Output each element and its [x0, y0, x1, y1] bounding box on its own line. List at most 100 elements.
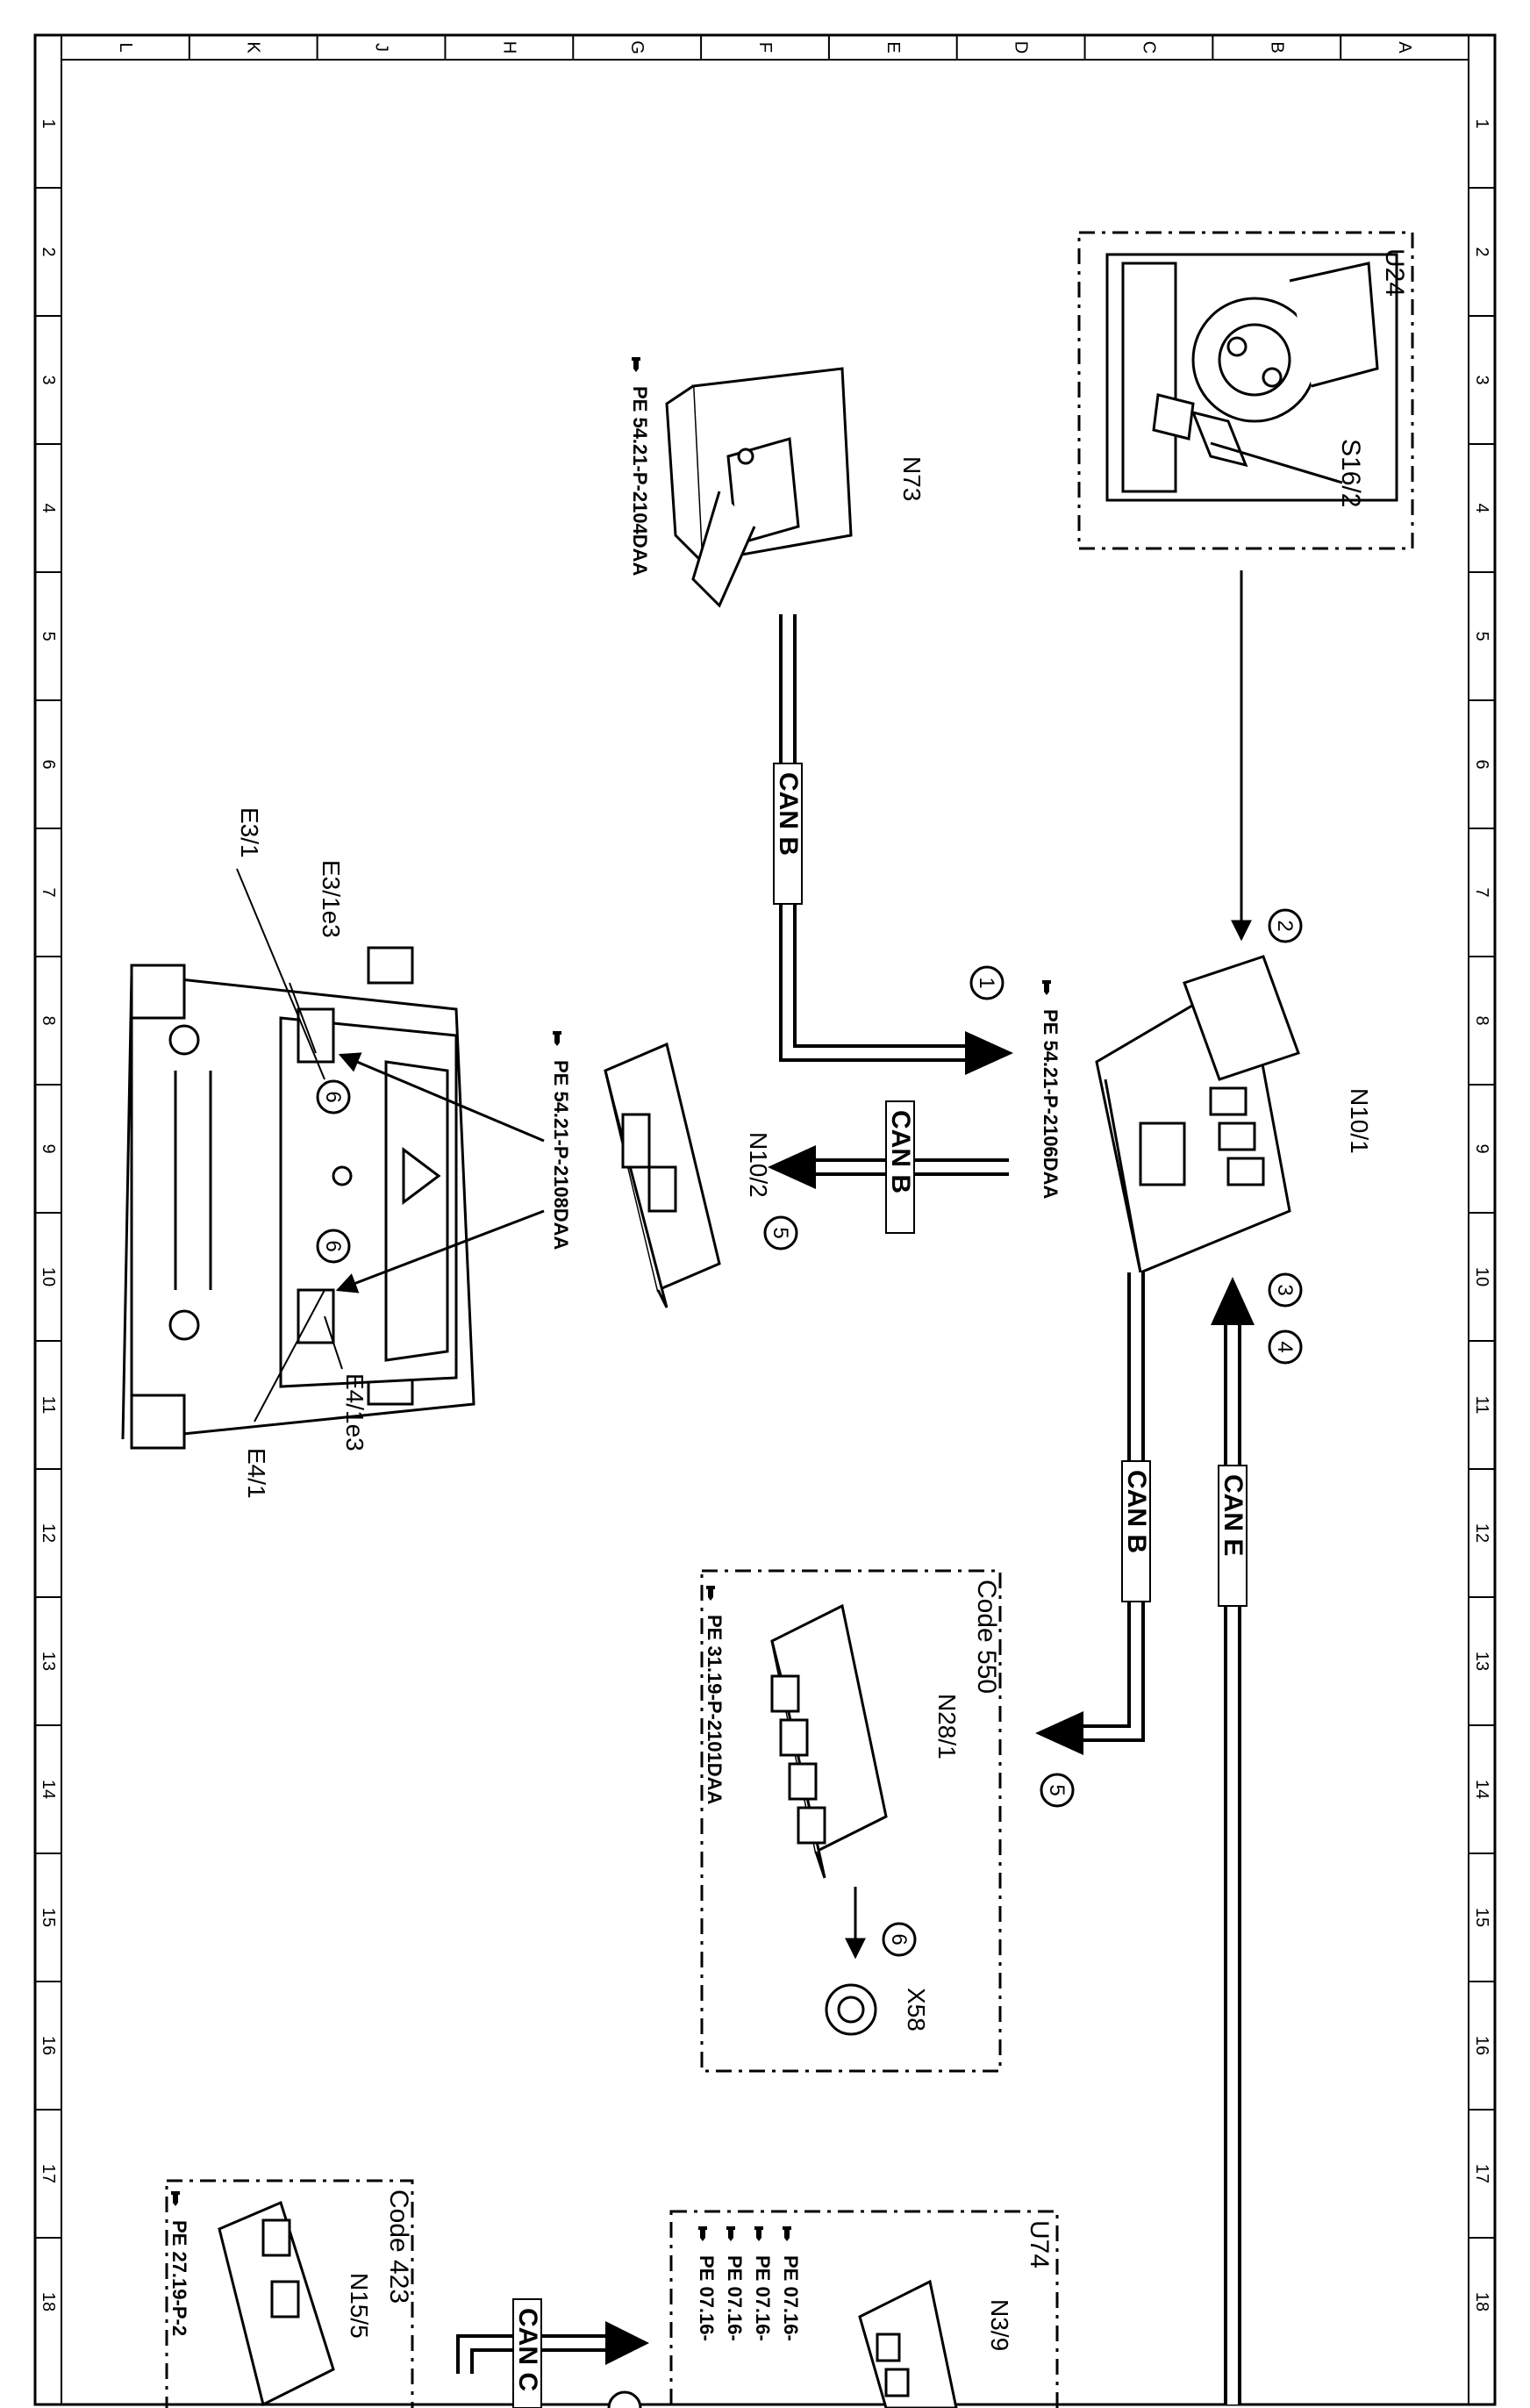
svg-text:PE 07.16-: PE 07.16- [696, 2255, 718, 2341]
row-label: 14 [1472, 1780, 1491, 1799]
n73-ref: PE 54.21-P-2104DAA [629, 386, 651, 577]
reference-hand-icon [171, 2191, 180, 2206]
n10-2-label: N10/2 [745, 1132, 772, 1198]
arrow-n10-2-to-left-lamp [338, 1052, 545, 1143]
row-label: 6 [1472, 759, 1491, 769]
n10-2-ref: PE 54.21-P-2108DAA [550, 1060, 572, 1251]
n10-1-module: N10/1 PE 54.21-P-2106DAA [1040, 955, 1373, 1275]
u74-module: U74 N3/9 PE 07.16- PE 07.16- PE 07.16- P… [669, 2210, 1059, 2408]
sheet-frame [33, 33, 1497, 2406]
column-label: E [883, 41, 903, 53]
row-label: 12 [39, 1523, 58, 1543]
row-label: 13 [39, 1652, 58, 1671]
can-b-label-2: CAN B [886, 1110, 915, 1193]
code-550-module: Code 550 N28/1 PE 31.19-P-2101DAA 6 X58 [700, 1569, 1002, 2073]
row-label: 17 [39, 2164, 58, 2183]
can-b-n10-1-to-n28-1: CAN B [1035, 1272, 1151, 1755]
n28-1-label: N28/1 [933, 1694, 961, 1759]
step-circle: 5 [763, 1215, 798, 1251]
can-b-n10-1-to-n10-2: CAN B [768, 1100, 1011, 1234]
row-label: 4 [39, 503, 58, 512]
row-label: 10 [1472, 1267, 1491, 1286]
arrow-n10-2-to-right-lamp [335, 1209, 545, 1294]
n3-9-label: N3/9 [986, 2299, 1013, 2351]
row-label: 12 [1472, 1523, 1491, 1543]
can-e-label: CAN E [1219, 1474, 1248, 1556]
column-label: B [1267, 41, 1286, 53]
svg-text:PE 07.16-: PE 07.16- [780, 2255, 802, 2341]
row-label: 16 [1472, 2036, 1491, 2055]
n15-5-label: N15/5 [346, 2273, 373, 2339]
column-label: G [627, 40, 647, 54]
step-circle: 5 [1040, 1773, 1075, 1808]
column-label: L [116, 42, 135, 52]
row-label: 9 [1472, 1143, 1491, 1153]
column-label: A [1395, 41, 1414, 54]
reference-hand-icon [726, 2226, 735, 2241]
reference-hand-icon [783, 2226, 791, 2241]
row-label: 10 [39, 1267, 58, 1286]
n10-1-ref: PE 54.21-P-2106DAA [1040, 1009, 1062, 1200]
row-label: 11 [1472, 1396, 1491, 1415]
n73-label: N73 [898, 456, 926, 501]
row-label: 2 [39, 247, 58, 256]
can-e-bus: CAN E [1211, 1277, 1255, 2404]
x58-label: X58 [903, 1988, 930, 2032]
column-label: D [1012, 41, 1031, 54]
column-label: J [372, 43, 391, 52]
u74-label: U74 [1025, 2220, 1054, 2268]
e4-1e3-label: E4/1e3 [341, 1373, 368, 1451]
column-label: C [1139, 41, 1158, 54]
s16-2-leader [1210, 441, 1343, 484]
u24-module: U24 S16/2 [1077, 231, 1414, 550]
reference-hand-icon [698, 2226, 707, 2241]
step-circle: 6 [321, 1240, 345, 1251]
svg-text:5: 5 [1045, 1784, 1069, 1795]
row-label: 1 [39, 118, 58, 128]
n73-ignition-switch: N73 PE 54.21-P-2104DAA [629, 357, 926, 608]
row-label: 16 [39, 2036, 58, 2055]
row-label: 2 [1472, 247, 1491, 256]
row-label: 6 [39, 759, 58, 769]
row-label: 13 [1472, 1652, 1491, 1671]
step-circle: 3 4 [1268, 1272, 1303, 1365]
row-label: 7 [1472, 887, 1491, 897]
step-circle: 1 [969, 965, 1005, 1000]
n28-1-ref: PE 31.19-P-2101DAA [704, 1615, 726, 1805]
code-550-label: Code 550 [972, 1580, 1001, 1694]
step-circle: 6 [887, 1933, 911, 1945]
code-423-module: Code 423 N15/5 PE 27.19-P-2 [165, 2179, 414, 2408]
e3-1e3-label: E3/1e3 [318, 860, 345, 938]
reference-hand-icon [632, 357, 640, 372]
column-label: H [499, 41, 518, 54]
e4-1-label: E4/1 [243, 1448, 270, 1499]
svg-text:3: 3 [1273, 1284, 1297, 1295]
row-label: 3 [1472, 375, 1491, 384]
row-label: 15 [39, 1908, 58, 1927]
n15-5-ref: PE 27.19-P-2 [168, 2220, 190, 2336]
row-label: 15 [1472, 1908, 1491, 1927]
row-label: 11 [39, 1396, 58, 1415]
svg-text:5: 5 [769, 1227, 792, 1238]
e3-1-label: E3/1 [236, 807, 263, 858]
n10-1-label: N10/1 [1346, 1088, 1373, 1154]
code-423-label: Code 423 [384, 2189, 413, 2304]
column-label: K [244, 41, 263, 54]
row-label: 18 [1472, 2292, 1491, 2311]
svg-text:PE 07.16-: PE 07.16- [724, 2255, 746, 2341]
can-c-bus: CAN C [456, 2298, 649, 2408]
column-label: F [755, 42, 775, 53]
row-label: 5 [39, 631, 58, 641]
s16-2-label: S16/2 [1336, 439, 1365, 507]
n10-2-module: N10/2 PE 54.21-P-2108DAA [550, 1031, 772, 1308]
can-b-n73-to-n10-1: CAN B [773, 614, 1013, 1075]
row-label: 18 [39, 2292, 58, 2311]
reference-hand-icon [706, 1586, 715, 1601]
row-label: 14 [39, 1780, 58, 1799]
step-circle: 2 [1268, 908, 1303, 943]
reference-hand-icon [1042, 980, 1051, 995]
step-circle: 6 [321, 1091, 345, 1102]
